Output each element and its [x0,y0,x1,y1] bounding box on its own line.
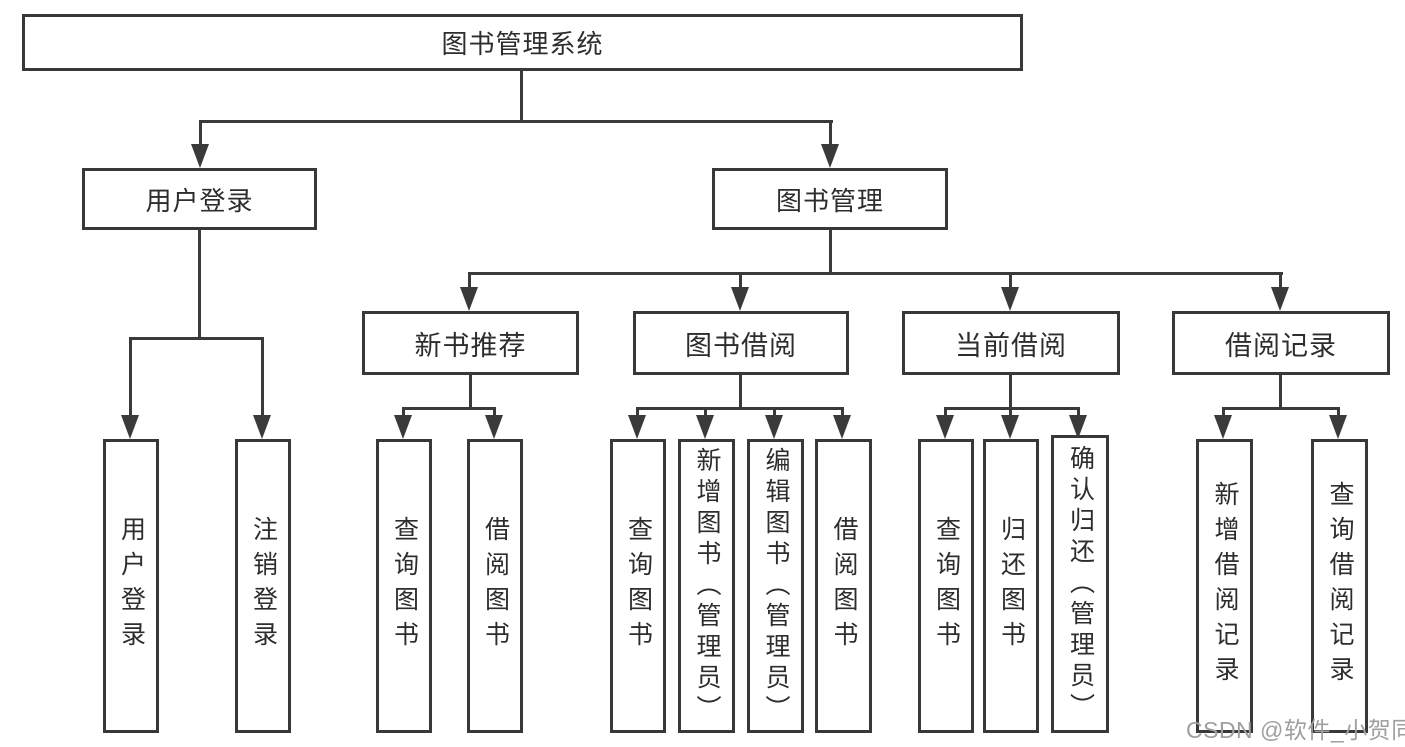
leaf-bb-add-books-admin: 新增图书（管理员） [678,439,735,733]
node-label: 图书管理系统 [441,29,604,59]
connector-vline [1279,375,1282,407]
node-user-login: 用户登录 [82,168,317,230]
arrow-down-icon [765,407,783,439]
arrow-down-icon [731,272,749,311]
connector-hline [199,120,833,123]
arrow-down-icon [936,407,954,439]
node-label: 用户登录 [117,516,146,656]
leaf-bb-borrow-books: 借阅图书 [815,439,872,733]
node-book-borrowing: 图书借阅 [633,311,849,375]
connector-vline [1009,375,1012,407]
arrow-down-icon [1001,272,1019,311]
connector-vline [829,230,832,272]
leaf-bb-edit-books-admin: 编辑图书（管理员） [747,439,804,733]
node-label: 新增图书（管理员） [693,446,721,726]
node-label: 新增借阅记录 [1211,481,1239,691]
connector-vline [739,375,742,407]
connector-hline [636,407,844,410]
arrow-down-icon [1001,407,1019,439]
leaf-logout: 注销登录 [235,439,291,733]
arrow-down-icon [1271,272,1289,311]
connector-vline [198,230,201,337]
arrow-down-icon [696,407,714,439]
node-label: 借阅图书 [481,516,510,656]
connector-hline [944,407,1080,410]
node-label: 图书管理 [775,185,884,216]
leaf-nbr-query-books: 查询图书 [376,439,432,733]
arrow-down-icon [121,337,139,439]
node-label: 查询图书 [624,516,653,656]
leaf-cb-return-books: 归还图书 [983,439,1039,733]
connector-vline [469,375,472,407]
node-new-book-recommendation: 新书推荐 [362,311,579,375]
connector-hline [468,272,1283,275]
node-label: 借阅图书 [830,516,858,656]
node-label: 编辑图书（管理员） [762,446,790,726]
arrow-down-icon [1329,407,1347,439]
arrow-down-icon [833,407,851,439]
leaf-cb-query-books: 查询图书 [918,439,974,733]
node-label: 查询借阅记录 [1326,481,1354,691]
csdn-watermark: CSDN @软件_小贺同学 [1186,717,1405,743]
leaf-nbr-borrow-books: 借阅图书 [467,439,523,733]
connector-hline [1222,407,1340,410]
connector-vline [520,71,523,120]
arrow-down-icon [253,337,271,439]
arrow-down-icon [460,272,478,311]
arrow-down-icon [485,407,503,439]
connector-hline [402,407,496,410]
node-borrowing-records: 借阅记录 [1172,311,1390,375]
leaf-cb-confirm-return-admin: 确认归还（管理员） [1051,435,1109,733]
connector-hline [129,337,264,340]
leaf-bb-query-books: 查询图书 [610,439,666,733]
arrow-down-icon [1214,407,1232,439]
arrow-down-icon [1069,407,1087,439]
node-label: 新书推荐 [414,330,527,361]
node-current-borrowing: 当前借阅 [902,311,1120,375]
node-label: 借阅记录 [1225,330,1337,361]
arrow-down-icon [628,407,646,439]
leaf-user-login: 用户登录 [103,439,159,733]
node-book-management: 图书管理 [712,168,948,230]
node-label: 查询图书 [390,516,419,656]
arrow-down-icon [821,120,839,168]
node-label: 注销登录 [249,516,278,656]
node-label: 图书借阅 [685,330,797,361]
node-label: 当前借阅 [955,330,1067,361]
node-label: 确认归还（管理员） [1066,444,1095,724]
node-label: 查询图书 [932,516,961,656]
node-label: 归还图书 [997,516,1026,656]
node-library-management-system: 图书管理系统 [22,14,1023,71]
leaf-br-query-record: 查询借阅记录 [1311,439,1368,733]
node-label: 用户登录 [145,185,254,216]
arrow-down-icon [191,120,209,168]
arrow-down-icon [394,407,412,439]
leaf-br-add-record: 新增借阅记录 [1196,439,1253,733]
